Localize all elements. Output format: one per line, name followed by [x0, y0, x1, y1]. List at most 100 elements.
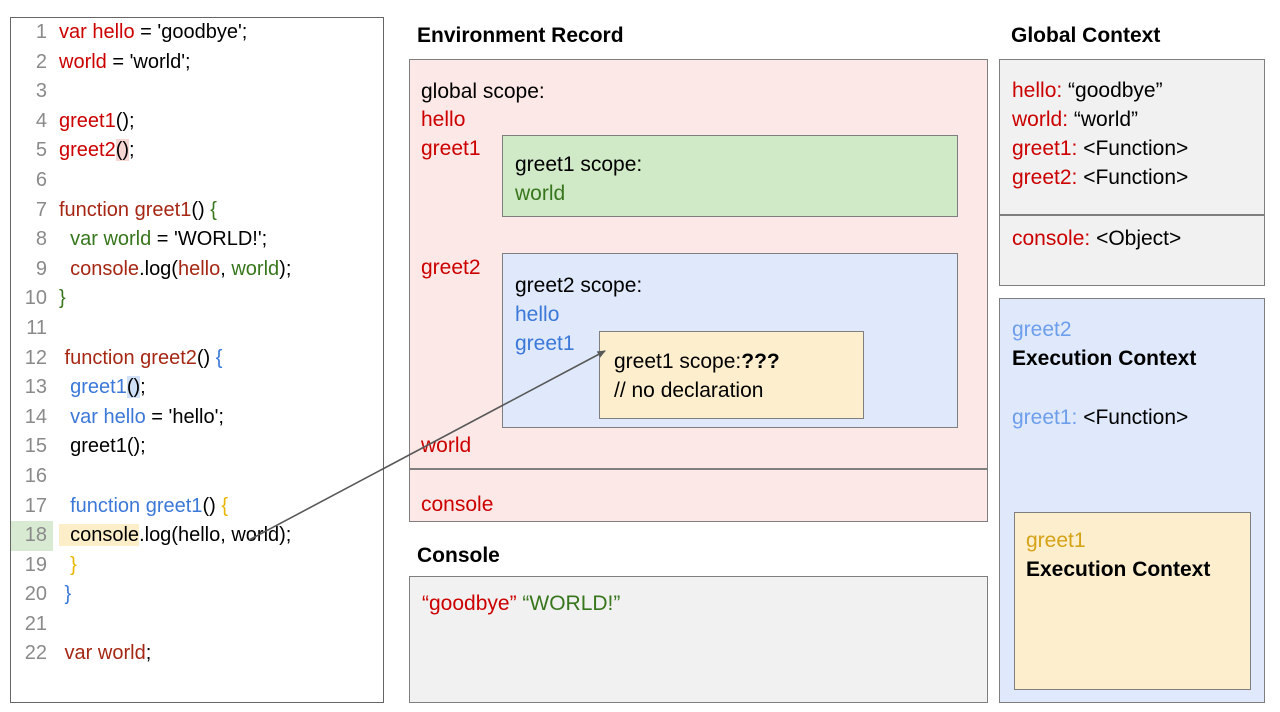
greet1-scope-box — [502, 135, 958, 217]
code-line-text: world = 'world'; — [53, 48, 191, 78]
code-line[interactable]: 3 — [11, 77, 383, 107]
code-token: (); — [115, 109, 135, 132]
code-token: function greet1 — [59, 494, 203, 517]
greet1-execution-context-box — [1014, 512, 1251, 690]
global-context-panel — [999, 59, 1265, 286]
inner-greet1-scope-label: greet1 scope: — [614, 350, 742, 373]
greet1-scope-title: greet1 scope: — [515, 153, 643, 176]
code-line[interactable]: 21 — [11, 610, 383, 640]
code-line[interactable]: 10} — [11, 284, 383, 314]
greet2-execution-context-binding: greet1: <Function> — [1012, 406, 1189, 429]
code-line-number: 1 — [35, 21, 47, 43]
code-line-number: 22 — [24, 642, 47, 665]
console-output-line: “goodbye” “WORLD!” — [422, 592, 620, 616]
inner-greet1-scope-comment: // no declaration — [614, 379, 764, 402]
code-line[interactable]: 18 console.log(hello, world); — [11, 521, 383, 551]
code-token: { — [210, 198, 217, 221]
global-context-key-greet2: greet2 — [1012, 166, 1072, 189]
global-context-value-world: “world” — [1073, 108, 1139, 131]
code-token: () — [126, 376, 141, 399]
code-line[interactable]: 12 function greet2() { — [11, 344, 383, 374]
global-context-value-hello: “goodbye” — [1068, 79, 1163, 102]
inner-greet1-scope-box — [599, 331, 864, 419]
inner-greet1-scope-unknown-value: ??? — [741, 350, 780, 373]
code-token: = 'hello'; — [145, 405, 224, 428]
code-token: () — [202, 494, 222, 517]
code-token: greet1(); — [59, 435, 146, 458]
global-context-row-world: world: “world” — [1012, 108, 1139, 131]
global-context-key-world: world — [1012, 108, 1063, 131]
code-line-number: 12 — [24, 346, 47, 369]
code-token: var hello — [59, 21, 135, 43]
code-line[interactable]: 9 console.log(hello, world); — [11, 255, 383, 285]
code-line-text: greet2(); — [53, 136, 135, 166]
code-line[interactable]: 1 var hello = 'goodbye'; — [11, 18, 383, 48]
code-line-number: 8 — [35, 228, 47, 251]
code-line-number: 15 — [24, 435, 47, 458]
code-line-number: 9 — [35, 257, 47, 280]
greet2-scope-title: greet2 scope: — [515, 274, 643, 297]
global-context-value-greet1: <Function> — [1083, 137, 1189, 160]
code-token: { — [215, 346, 223, 369]
code-line[interactable]: 16 — [11, 462, 383, 492]
code-line[interactable]: 5 greet2(); — [11, 136, 383, 166]
code-line-text: var hello = 'goodbye'; — [53, 18, 247, 48]
code-token: = 'WORLD!'; — [151, 228, 268, 251]
code-token: = 'goodbye'; — [134, 21, 248, 43]
greet1-execution-context-name: greet1 — [1026, 529, 1086, 552]
code-line[interactable]: 20 } — [11, 580, 383, 610]
code-line[interactable]: 19 } — [11, 551, 383, 581]
code-token: () — [191, 198, 211, 221]
greet2-scope-binding-greet1: greet1 — [515, 332, 575, 355]
code-line[interactable]: 15 greet1(); — [11, 432, 383, 462]
greet1-execution-context-label: Execution Context — [1026, 558, 1211, 581]
code-token: var world — [59, 642, 146, 665]
global-context-key-hello: hello — [1012, 79, 1057, 102]
code-line[interactable]: 11 — [11, 314, 383, 344]
code-token: var world — [59, 228, 152, 251]
code-line-text: greet1(); — [53, 107, 135, 137]
code-line-number: 5 — [35, 139, 47, 162]
global-context-divider — [1000, 214, 1264, 216]
code-line-number: 14 — [24, 405, 47, 428]
code-token: ; — [145, 642, 152, 665]
code-token: var hello — [59, 405, 146, 428]
global-binding-world: world — [421, 434, 472, 457]
code-line-text: greet1(); — [53, 432, 146, 462]
code-line[interactable]: 13 greet1(); — [11, 373, 383, 403]
code-token: } — [59, 583, 72, 606]
code-line[interactable]: 6 — [11, 166, 383, 196]
code-token: function greet1 — [59, 198, 192, 221]
code-token: .log( — [139, 257, 178, 280]
code-line-text: greet1(); — [53, 373, 146, 403]
code-line[interactable]: 14 var hello = 'hello'; — [11, 403, 383, 433]
code-token: } — [59, 287, 66, 310]
code-line-text: console.log(hello, world); — [53, 521, 291, 551]
code-line-number: 18 — [11, 521, 53, 551]
global-context-key-console: console — [1012, 227, 1085, 250]
global-context-row-hello: hello: “goodbye” — [1012, 79, 1163, 102]
greet2-ec-value-greet1: <Function> — [1083, 406, 1189, 429]
code-token: ; — [140, 376, 146, 399]
code-line-text: } — [53, 551, 77, 581]
code-token: greet1 — [59, 376, 127, 399]
code-token: () — [115, 139, 130, 162]
global-context-row-greet1: greet1: <Function> — [1012, 137, 1189, 160]
code-line[interactable]: 22 var world; — [11, 639, 383, 669]
code-token: console — [59, 257, 140, 280]
code-token: ); — [279, 257, 292, 280]
code-line-number: 17 — [24, 494, 47, 517]
code-token: greet2 — [59, 139, 116, 162]
code-line[interactable]: 17 function greet1() { — [11, 492, 383, 522]
code-token: = 'world'; — [106, 50, 191, 73]
code-line[interactable]: 8 var world = 'WORLD!'; — [11, 225, 383, 255]
global-context-row-console: console: <Object> — [1012, 227, 1182, 250]
code-line-text: var world; — [53, 639, 152, 669]
code-token: greet1 — [59, 109, 116, 132]
code-token: world — [59, 50, 107, 73]
code-line-text: function greet1() { — [53, 492, 228, 522]
